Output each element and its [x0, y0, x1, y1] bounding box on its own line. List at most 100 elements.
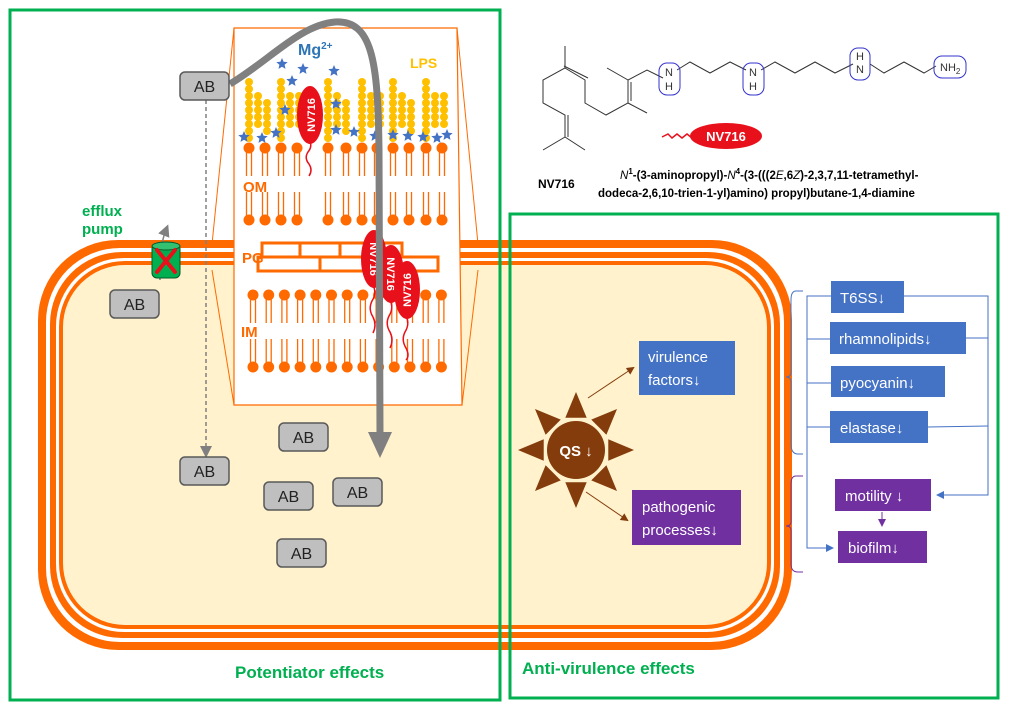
outer-membrane-lipid	[291, 142, 303, 226]
efflux-pump: efflux pump	[82, 203, 181, 281]
mg-ion-icon	[297, 63, 309, 74]
structure-atom-labels: NH NH HN NH2	[665, 51, 961, 93]
inner-membrane-lipid	[357, 289, 369, 373]
antibiotic-uptake-arrow	[228, 18, 392, 458]
nv716-structure	[542, 46, 967, 151]
mg-ion-icon	[276, 58, 288, 69]
svg-text:efflux: efflux	[82, 203, 123, 220]
svg-text:AB: AB	[278, 489, 299, 506]
pathogenic-processes-box: pathogenic processes↓	[632, 490, 741, 545]
svg-text:pump: pump	[82, 221, 123, 238]
svg-text:AB: AB	[194, 79, 215, 96]
target-biofilm: biofilm↓	[838, 531, 927, 563]
svg-text:motility ↓: motility ↓	[845, 488, 903, 505]
target-pyocyanin: pyocyanin↓	[831, 366, 945, 397]
inner-membrane-lipid	[263, 289, 275, 373]
mg-ion-icon	[328, 65, 340, 76]
mg-ion-icon	[330, 98, 342, 109]
svg-text:H: H	[749, 81, 757, 93]
mg-ion-icon	[348, 126, 360, 137]
mg-label: Mg2+	[298, 41, 333, 59]
peptidoglycan-layer	[256, 241, 440, 273]
compound-name: NV716	[538, 177, 575, 191]
svg-text:NV716: NV716	[402, 273, 414, 307]
svg-text:N: N	[749, 67, 757, 79]
outer-membrane-lipid	[275, 142, 287, 226]
antibiotic-molecule: AB	[278, 422, 329, 452]
target-rhamnolipids: rhamnolipids↓	[830, 322, 966, 354]
sun-ray	[565, 482, 587, 508]
sun-ray	[591, 408, 618, 435]
pathogenic-bracket	[785, 475, 803, 573]
antibiotic-molecule: AB	[179, 71, 230, 101]
virulence-bracket	[785, 290, 803, 455]
inner-membrane-lipid	[326, 289, 337, 373]
anti-virulence-title: Anti-virulence effects	[522, 659, 695, 678]
compound-iupac-line1: N1-(3-aminopropyl)-N4-(3-(((2E,6Z)-2,3,7…	[620, 167, 919, 182]
svg-text:virulence: virulence	[648, 349, 708, 366]
mg-ion-icon	[441, 129, 453, 140]
outer-membrane-lipid	[243, 142, 255, 226]
potentiator-title: Potentiator effects	[235, 663, 384, 682]
antibiotic-molecule: AB	[263, 481, 314, 511]
svg-text:NV716: NV716	[384, 257, 396, 291]
sun-ray	[591, 465, 618, 492]
svg-text:AB: AB	[293, 430, 314, 447]
target-elastase: elastase↓	[830, 411, 928, 443]
outer-membrane-lipid	[403, 142, 415, 226]
sun-ray	[534, 408, 561, 435]
sun-ray	[518, 439, 544, 461]
sun-ray	[565, 392, 587, 418]
svg-text:AB: AB	[291, 546, 312, 563]
svg-text:AB: AB	[124, 297, 145, 314]
pg-label: PG	[242, 250, 264, 267]
outer-membrane-lipid	[436, 142, 448, 226]
svg-text:N: N	[856, 64, 864, 76]
inner-membrane-lipid	[420, 289, 432, 373]
blocked-x-icon	[155, 248, 177, 274]
nv716-molecule-om: NV716	[297, 86, 323, 177]
svg-text:H: H	[856, 51, 864, 63]
antibiotic-molecule: AB	[179, 456, 230, 486]
inner-membrane-lipid	[341, 289, 353, 373]
svg-text:biofilm↓: biofilm↓	[848, 540, 899, 557]
virulence-factors-box: virulence factors↓	[639, 341, 735, 395]
svg-text:NV716: NV716	[706, 129, 746, 144]
inner-membrane-lipid	[435, 289, 447, 373]
outer-membrane-lipid	[340, 142, 352, 226]
outer-membrane-lipid	[259, 142, 271, 226]
lps-molecule	[358, 78, 384, 142]
lps-molecule	[324, 78, 350, 142]
mg-ion-icon	[279, 104, 291, 115]
svg-text:T6SS↓: T6SS↓	[840, 290, 885, 307]
svg-text:elastase↓: elastase↓	[840, 420, 903, 437]
svg-text:pathogenic: pathogenic	[642, 499, 716, 516]
outer-membrane-lipid	[322, 142, 334, 226]
quorum-sensing-icon: QS ↓	[518, 392, 634, 508]
target-motility: motility ↓	[835, 479, 931, 511]
membrane-inset: Mg2+ LPS OM PG IM NV716 NV716 NV716 NV71…	[211, 27, 479, 406]
sun-ray	[608, 439, 634, 461]
nv716-molecule-im-3: NV716	[394, 261, 420, 361]
antibiotic-molecule: AB	[276, 538, 327, 568]
outer-membrane-lipid	[387, 142, 399, 226]
svg-text:NV716: NV716	[306, 98, 318, 132]
mg-ion-icon	[238, 131, 250, 142]
svg-text:AB: AB	[347, 485, 368, 502]
mg-ion-icon	[417, 131, 429, 142]
nv716-tag-icon: NV716	[661, 123, 762, 149]
lps-molecule	[245, 78, 271, 142]
mg-ion-icon	[402, 130, 414, 141]
outer-membrane-lipid	[356, 142, 368, 226]
potentiator-panel	[8, 8, 502, 702]
mg-ion-icon	[256, 132, 268, 143]
mg-ion-icon	[387, 129, 399, 140]
svg-text:rhamnolipids↓: rhamnolipids↓	[839, 331, 932, 348]
svg-text:factors↓: factors↓	[648, 372, 701, 389]
svg-text:H: H	[665, 81, 673, 93]
mg-ion-icon	[330, 124, 342, 135]
inner-membrane-lipid	[294, 289, 306, 373]
mg-ion-icon	[270, 127, 282, 138]
sun-ray	[534, 465, 561, 492]
